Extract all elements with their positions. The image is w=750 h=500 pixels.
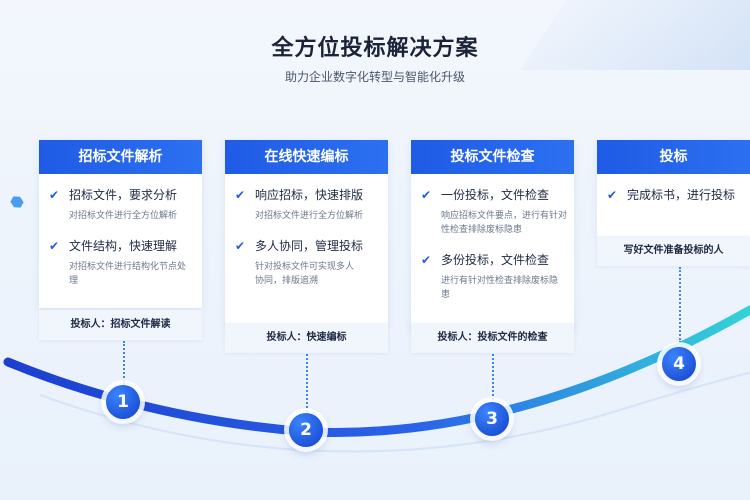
item-description: 针对投标文件可实现多人协同，排版追溯 bbox=[255, 262, 355, 286]
card-document-check: 投标文件检查 ✔ 一份投标，文件检查 响应招标文件要点，进行有针对性检查排除废标隐… bbox=[411, 140, 574, 330]
page-subtitle: 助力企业数字化转型与智能化升级 bbox=[284, 70, 465, 84]
card-footer: 投标人：快速编标 bbox=[225, 323, 388, 353]
item-description: 对招标文件进行全方位解析 bbox=[255, 211, 364, 221]
card-online-editing: 在线快速编标 ✔ 响应招标，快速排版 对招标文件进行全方位解析 ✔ 多人协同，管理投… bbox=[225, 140, 388, 324]
check-icon: ✔ bbox=[49, 187, 60, 202]
step-3-badge: 3 bbox=[475, 402, 509, 436]
item-description: 对招标文件进行结构化节点处理 bbox=[69, 262, 187, 286]
card-footer: 写好文件准备投标的人 bbox=[597, 236, 750, 266]
check-icon: ✔ bbox=[235, 187, 246, 202]
list-item: ✔ 多人协同，管理投标 针对投标文件可实现多人协同，排版追溯 bbox=[235, 237, 378, 288]
card-bidding: 投标 ✔ 完成标书，进行投标 bbox=[597, 140, 750, 236]
list-item: ✔ 响应招标，快速排版 对招标文件进行全方位解析 bbox=[235, 186, 378, 223]
item-description: 对招标文件进行全方位解析 bbox=[69, 211, 178, 221]
item-title: 多人协同，管理投标 bbox=[255, 239, 364, 253]
card-footer: 投标人：招标文件解读 bbox=[39, 310, 202, 340]
connector-line bbox=[679, 267, 681, 343]
step-2-badge: 2 bbox=[289, 413, 323, 447]
connector-line bbox=[492, 354, 494, 400]
list-item: ✔ 多份投标，文件检查 进行有针对性检查排除废标隐患 bbox=[421, 251, 564, 302]
item-description: 响应招标文件要点，进行有针对性检查排除废标隐患 bbox=[441, 211, 568, 235]
item-title: 一份投标，文件检查 bbox=[441, 188, 550, 202]
card-title: 投标文件检查 bbox=[411, 140, 574, 174]
check-icon: ✔ bbox=[421, 252, 432, 267]
connector-line bbox=[306, 354, 308, 412]
list-item: ✔ 招标文件，要求分析 对招标文件进行全方位解析 bbox=[49, 186, 192, 223]
item-title: 完成标书，进行投标 bbox=[627, 188, 736, 202]
check-icon: ✔ bbox=[421, 187, 432, 202]
page-title: 全方位投标解决方案 bbox=[271, 36, 479, 61]
check-icon: ✔ bbox=[235, 238, 246, 253]
card-bid-analysis: 招标文件解析 ✔ 招标文件，要求分析 对招标文件进行全方位解析 ✔ 文件结构，快速理… bbox=[39, 140, 202, 308]
card-title: 招标文件解析 bbox=[39, 140, 202, 174]
item-title: 招标文件，要求分析 bbox=[69, 188, 178, 202]
card-title: 在线快速编标 bbox=[225, 140, 388, 174]
item-title: 文件结构，快速理解 bbox=[69, 239, 178, 253]
item-description: 进行有针对性检查排除废标隐患 bbox=[441, 276, 559, 300]
card-title: 投标 bbox=[597, 140, 750, 174]
list-item: ✔ 完成标书，进行投标 bbox=[607, 186, 740, 203]
check-icon: ✔ bbox=[49, 238, 60, 253]
card-footer: 投标人：投标文件的检查 bbox=[411, 323, 574, 353]
list-item: ✔ 一份投标，文件检查 响应招标文件要点，进行有针对性检查排除废标隐患 bbox=[421, 186, 567, 237]
step-1-badge: 1 bbox=[106, 385, 140, 419]
item-title: 响应招标，快速排版 bbox=[255, 188, 364, 202]
item-title: 多份投标，文件检查 bbox=[441, 253, 550, 267]
check-icon: ✔ bbox=[607, 187, 618, 202]
connector-line bbox=[123, 341, 125, 385]
list-item: ✔ 文件结构，快速理解 对招标文件进行结构化节点处理 bbox=[49, 237, 192, 288]
step-4-badge: 4 bbox=[662, 347, 696, 381]
